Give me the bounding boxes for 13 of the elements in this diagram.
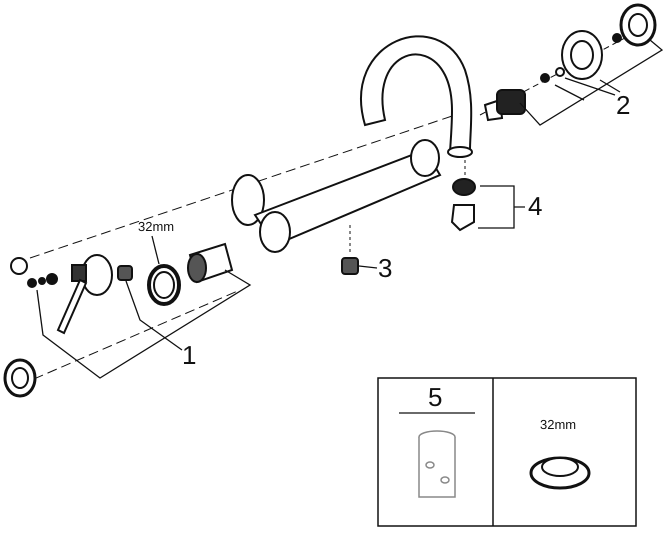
- leader-line: [358, 265, 378, 269]
- callout-number: 4: [528, 193, 542, 219]
- dimension-label: 32mm: [138, 220, 174, 233]
- callout-number: 5: [428, 384, 442, 410]
- cap-icon: [341, 257, 359, 275]
- leader-line: [151, 236, 160, 264]
- callout-number: 2: [616, 92, 630, 118]
- dimension-label: 32mm: [540, 418, 576, 431]
- lock-nut-icon: [147, 264, 181, 306]
- callout-number: 3: [378, 255, 392, 281]
- nut-icon: [117, 265, 133, 281]
- leader-line: [125, 280, 182, 351]
- callout-number: 1: [182, 342, 196, 368]
